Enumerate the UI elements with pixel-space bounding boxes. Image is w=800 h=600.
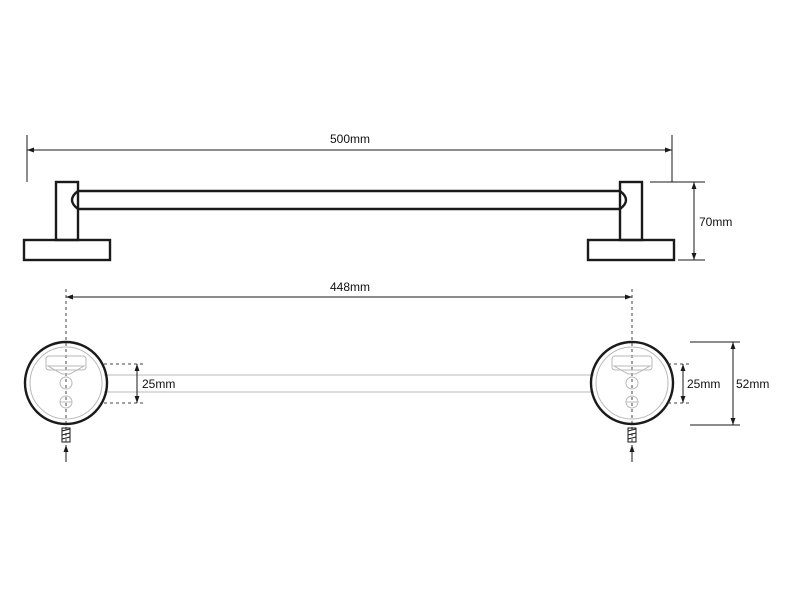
right-screw	[627, 427, 637, 462]
right-screw-thread	[627, 428, 637, 440]
left-screw	[61, 427, 71, 462]
left-rosette-inner	[29, 346, 103, 420]
towel-bar-side	[70, 189, 628, 211]
base-diameter-dimension: 52mm	[690, 341, 769, 426]
top-view: 448mm	[23, 280, 769, 462]
left-fixing-spacing-dimension: 25mm	[104, 363, 175, 404]
right-base-plate	[586, 238, 676, 262]
right-post	[618, 180, 644, 242]
left-rosette-outer	[23, 340, 109, 426]
left-fixing-spacing-label: 25mm	[142, 377, 175, 391]
right-fixing-spacing-label: 25mm	[687, 377, 720, 391]
right-rosette-outer	[589, 340, 675, 426]
left-rosette	[23, 340, 109, 426]
left-screw-thread	[61, 428, 71, 440]
fixing-distance-label: 448mm	[330, 280, 370, 294]
right-screw-hole-top	[625, 376, 639, 390]
right-rosette-inner	[595, 346, 669, 420]
right-rosette	[589, 340, 675, 426]
height-dimension: 70mm	[650, 181, 732, 261]
left-screw-hole-top	[59, 376, 73, 390]
base-diameter-label: 52mm	[736, 377, 769, 391]
left-post	[54, 180, 80, 242]
left-bracket-side	[22, 180, 112, 262]
left-base-plate	[22, 238, 112, 262]
fixing-distance-dimension: 448mm	[66, 280, 632, 300]
right-mount-clip	[612, 365, 652, 375]
right-bracket-side	[586, 180, 676, 262]
towel-bar-top	[104, 374, 594, 393]
overall-length-label: 500mm	[330, 132, 370, 146]
height-label: 70mm	[699, 215, 732, 229]
right-fixing-spacing-dimension: 25mm	[668, 363, 720, 404]
right-mount-plate	[611, 355, 653, 371]
left-mount-plate	[45, 355, 87, 371]
side-view: 500mm 70mm	[22, 132, 732, 262]
left-mount-clip	[46, 365, 86, 375]
overall-length-dimension: 500mm	[26, 132, 673, 182]
